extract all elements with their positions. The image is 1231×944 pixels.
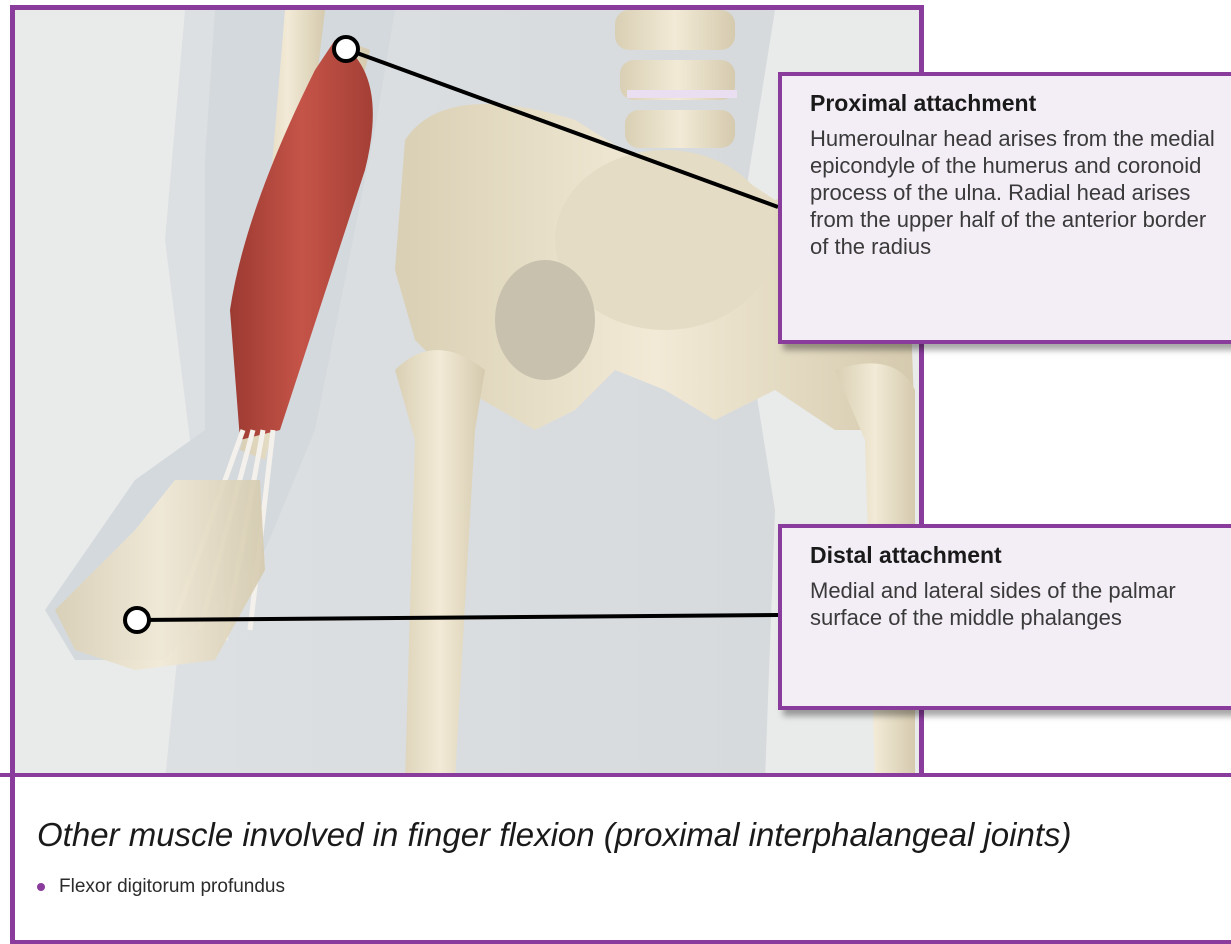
list-item-label: Flexor digitorum profundus — [59, 876, 285, 898]
proximal-text: Humeroulnar head arises from the medial … — [810, 125, 1222, 260]
bullet-icon — [37, 883, 45, 891]
distal-text: Medial and lateral sides of the palmar s… — [810, 577, 1222, 631]
distal-heading: Distal attachment — [810, 542, 1222, 569]
muscle-list: Flexor digitorum profundus — [37, 876, 285, 898]
distal-attachment-callout: Distal attachment Medial and lateral sid… — [778, 524, 1231, 710]
section-bottom-rule — [10, 940, 1231, 944]
distal-marker — [125, 608, 149, 632]
proximal-leader-line — [346, 49, 778, 207]
section-title: Other muscle involved in finger flexion … — [37, 816, 1072, 854]
proximal-heading: Proximal attachment — [810, 90, 1222, 117]
list-item: Flexor digitorum profundus — [37, 876, 285, 898]
other-muscles-section — [0, 773, 1231, 944]
proximal-attachment-callout: Proximal attachment Humeroulnar head ari… — [778, 72, 1231, 344]
proximal-marker — [334, 37, 358, 61]
distal-leader-line — [137, 615, 778, 620]
section-left-rule — [10, 773, 15, 944]
